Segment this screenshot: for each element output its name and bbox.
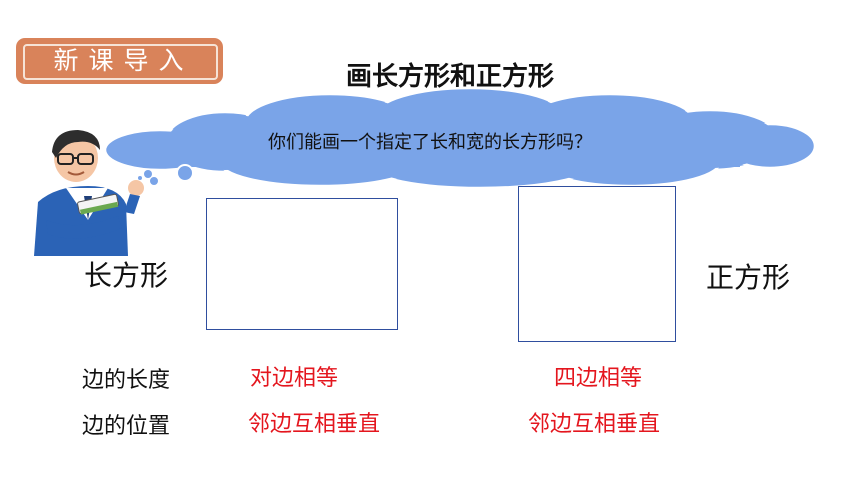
rectangle-shape [206,198,398,330]
rectangle-side-length: 对边相等 [250,366,339,391]
cloud-question-text: 你们能画一个指定了长和宽的长方形吗？ [268,132,592,153]
page-title: 画长方形和正方形 [345,62,554,92]
teacher-illustration [34,130,152,256]
side-length-label: 边的长度 [82,368,171,393]
lesson-tag-text: 新课导入 [53,46,194,75]
rectangle-label: 长方形 [84,259,169,292]
side-position-label: 边的位置 [82,414,171,439]
square-side-length: 四边相等 [554,366,643,391]
square-side-position: 邻边互相垂直 [528,412,661,437]
square-shape [518,186,676,342]
square-label: 正方形 [706,261,791,294]
lesson-tag-inner-border [23,44,218,80]
rectangle-side-position: 邻边互相垂直 [248,412,381,437]
lesson-tag: 新课导入 [16,38,223,84]
